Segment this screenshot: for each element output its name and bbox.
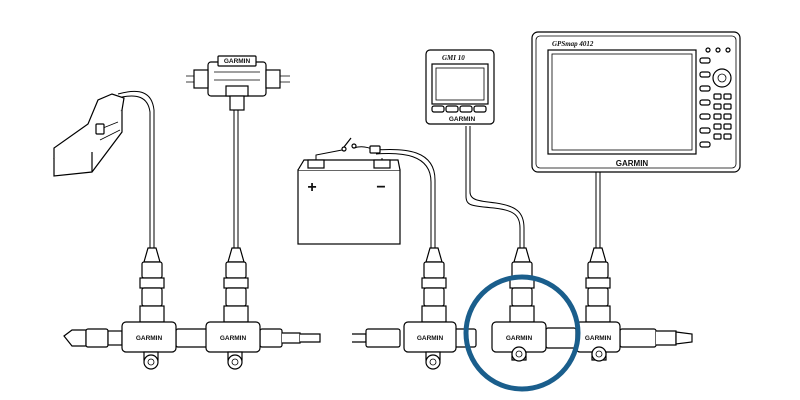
battery-positive-terminal: + (307, 179, 316, 196)
svg-text:GARMIN: GARMIN (585, 335, 612, 342)
tee-connector: GARMIN (575, 247, 621, 362)
instrument-cable (465, 126, 521, 248)
svg-text:GPSmap 4012: GPSmap 4012 (552, 40, 594, 48)
battery-negative-terminal: − (376, 179, 385, 196)
svg-text:GARMIN: GARMIN (506, 335, 533, 342)
network-cables (117, 90, 601, 248)
svg-text:GARMIN: GARMIN (417, 335, 444, 342)
terminator-left (63, 329, 87, 347)
rocker-dial (712, 68, 732, 88)
instrument-display: GMI 10 GARMIN (425, 49, 495, 125)
tee-connector: GARMIN (205, 247, 261, 370)
backbone (63, 327, 693, 349)
svg-text:GARMIN: GARMIN (449, 116, 476, 123)
tee-connector: GARMIN (121, 247, 177, 370)
chartplotter-soft-keys (699, 57, 711, 148)
fuse (369, 145, 381, 154)
chartplotter-keypad (705, 47, 732, 140)
transducer (53, 93, 125, 177)
svg-text:GMI 10: GMI 10 (442, 54, 465, 62)
highlight-circle (463, 274, 581, 392)
tee-connector-highlighted: GARMIN (491, 247, 547, 362)
terminator-right (675, 331, 693, 345)
sensor-device: GARMIN (186, 55, 290, 111)
transducer-cable (117, 90, 155, 248)
battery-switch (343, 137, 352, 148)
chartplotter: GPSmap 4012 GARMIN (531, 31, 741, 173)
power-cable (375, 148, 436, 248)
battery: + − (297, 137, 401, 245)
svg-text:GARMIN: GARMIN (136, 335, 163, 342)
tee-connector: GARMIN (403, 247, 457, 370)
svg-text:GARMIN: GARMIN (220, 335, 247, 342)
svg-text:GARMIN: GARMIN (616, 159, 649, 168)
svg-text:GARMIN: GARMIN (224, 58, 251, 65)
